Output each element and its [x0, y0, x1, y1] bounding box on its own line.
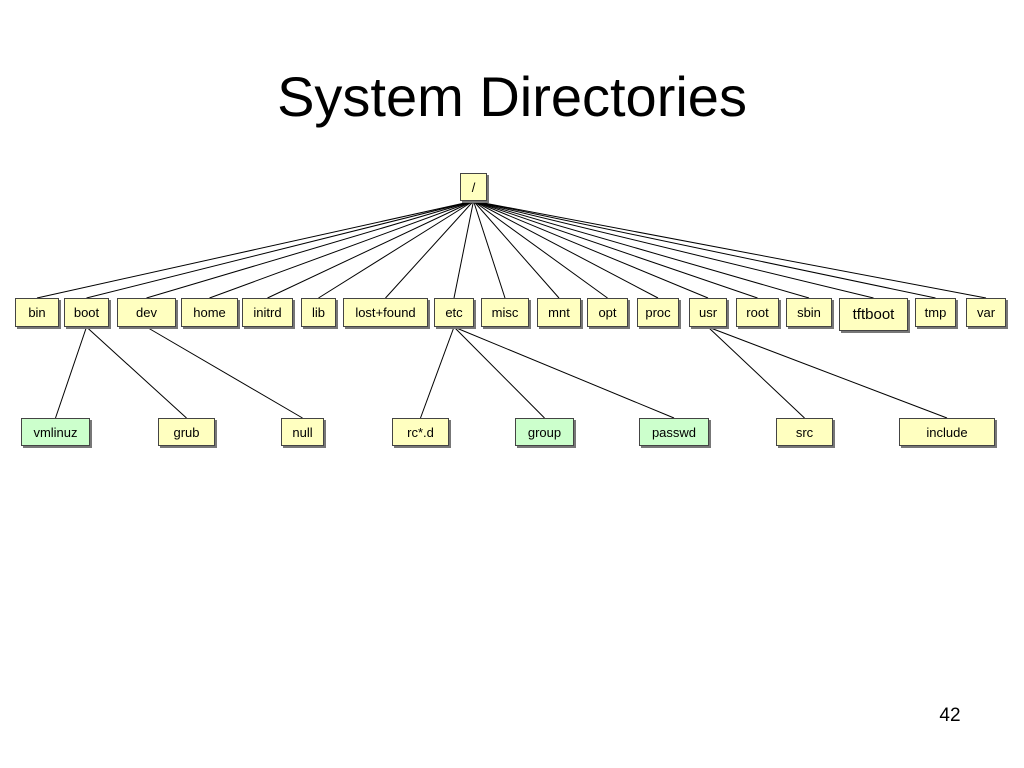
dir-node-root: root [736, 298, 779, 327]
edge-root-to-home [209, 200, 474, 299]
edge-root-to-misc [473, 200, 506, 299]
dir-node-null: null [281, 418, 324, 446]
dir-node-opt: opt [587, 298, 628, 327]
edge-root-to-sbin [473, 200, 810, 299]
edge-root-to-root [473, 200, 758, 299]
edge-root-to-var [473, 200, 987, 299]
edge-root-to-etc [453, 200, 474, 299]
dir-node-boot: boot [64, 298, 109, 327]
dir-node-proc: proc [637, 298, 679, 327]
dir-node-include: include [899, 418, 995, 446]
edge-etc-to-rcstar-d [420, 326, 455, 419]
edge-root-to-tmp [473, 200, 936, 299]
dir-node-misc: misc [481, 298, 529, 327]
edge-boot-to-vmlinuz [55, 326, 87, 419]
edge-root-to-initrd [267, 200, 474, 299]
edge-usr-to-include [707, 326, 948, 419]
slide-title: System Directories [277, 65, 747, 128]
root-directory-node: / [460, 173, 487, 201]
edge-etc-to-group [453, 326, 545, 419]
dir-node-home: home [181, 298, 238, 327]
edge-root-to-bin [36, 200, 474, 299]
edge-root-to-lost-found [385, 200, 474, 299]
dir-node-lost-found: lost+found [343, 298, 428, 327]
file-node-group: group [515, 418, 574, 446]
file-node-passwd: passwd [639, 418, 709, 446]
dir-node-lib: lib [301, 298, 336, 327]
dir-node-bin: bin [15, 298, 59, 327]
edge-root-to-usr [473, 200, 709, 299]
dir-node-etc: etc [434, 298, 474, 327]
dir-node-sbin: sbin [786, 298, 832, 327]
edge-root-to-lib [318, 200, 474, 299]
dir-node-var: var [966, 298, 1006, 327]
edge-etc-to-passwd [453, 326, 675, 419]
edge-root-to-proc [473, 200, 659, 299]
dir-node-usr: usr [689, 298, 727, 327]
page-number: 42 [939, 705, 961, 726]
edge-root-to-tftboot [473, 200, 874, 299]
edge-boot-to-grub [86, 326, 187, 419]
dir-node-dev: dev [117, 298, 176, 327]
edge-root-to-boot [86, 200, 474, 299]
dir-node-initrd: initrd [242, 298, 293, 327]
edge-root-to-dev [146, 200, 474, 299]
edge-root-to-mnt [473, 200, 560, 299]
dir-node-tmp: tmp [915, 298, 956, 327]
dir-node-mnt: mnt [537, 298, 581, 327]
edge-usr-to-src [707, 326, 805, 419]
dir-node-grub: grub [158, 418, 215, 446]
edge-dev-to-null [146, 326, 303, 419]
edge-root-to-opt [473, 200, 608, 299]
dir-node-tftboot: tftboot [839, 298, 908, 331]
file-node-vmlinuz: vmlinuz [21, 418, 90, 446]
connector-lines [36, 200, 987, 419]
dir-node-src: src [776, 418, 833, 446]
dir-node-rcstar-d: rc*.d [392, 418, 449, 446]
